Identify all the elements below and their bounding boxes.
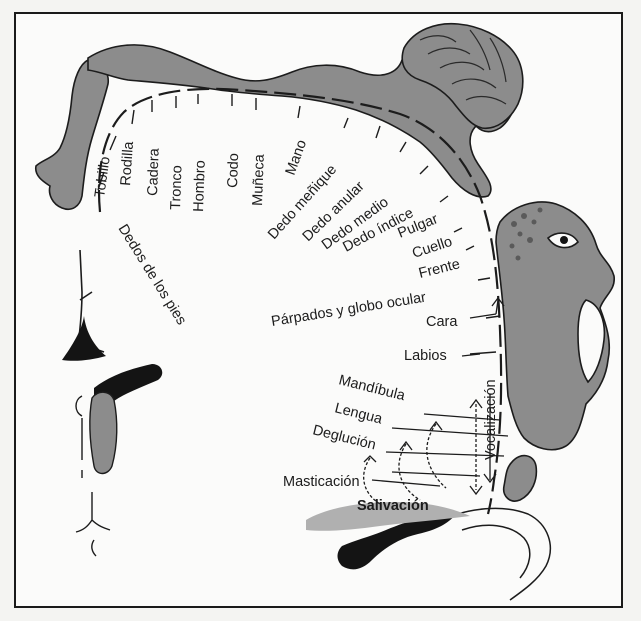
label-mandibula: Mandíbula [337, 372, 407, 404]
label-lengua: Lengua [333, 400, 385, 427]
label-muneca: Muñeca [250, 153, 268, 206]
label-cara: Cara [426, 314, 458, 330]
labels: Dedos de los pies Tobillo Rodilla Cadera… [92, 138, 499, 514]
tongue-drawing [504, 456, 537, 501]
label-parpados: Párpados y globo ocular [270, 290, 427, 330]
label-codo: Codo [225, 153, 242, 188]
label-hombro: Hombro [191, 160, 209, 212]
label-masticacion: Masticación [283, 474, 360, 490]
pharynx-drawing [440, 508, 550, 600]
label-labios: Labios [404, 348, 447, 364]
label-deglucion: Deglución [311, 422, 377, 453]
sulcus-dark-wedge [62, 316, 106, 361]
label-salivacion: Salivación [357, 498, 429, 514]
bottom-sketch [76, 492, 110, 556]
gyrus-gray-column [90, 392, 117, 473]
label-frente: Frente [417, 256, 462, 282]
label-dedos-pies: Dedos de los pies [115, 222, 190, 328]
label-tronco: Tronco [168, 165, 186, 210]
label-rodilla: Rodilla [118, 140, 137, 186]
label-cuello: Cuello [410, 234, 454, 262]
brain-section-sketches [62, 250, 162, 556]
label-tobillo: Tobillo [92, 156, 114, 199]
label-mano: Mano [283, 138, 310, 178]
label-cadera: Cadera [145, 147, 163, 196]
small-vertical-line [76, 396, 82, 478]
